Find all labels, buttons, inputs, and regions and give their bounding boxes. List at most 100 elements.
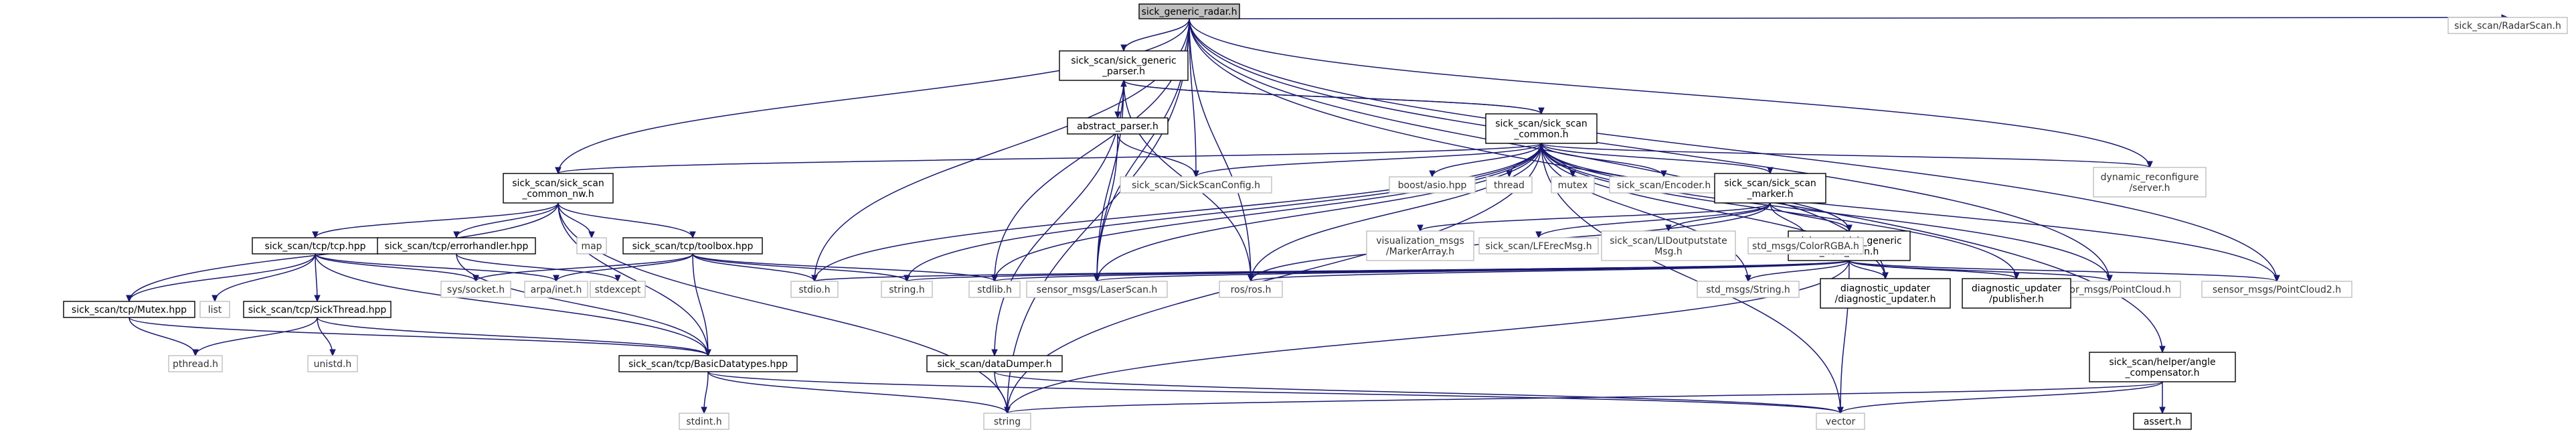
node-box-lidoutput xyxy=(1601,230,1736,261)
edge-arrowhead-errorhandler-to-stdexcept xyxy=(614,275,621,283)
node-diag_updater[interactable]: diagnostic_updater/diagnostic_updater.h xyxy=(1820,278,1951,309)
edge-tcp_hpp-to-mutex_hpp xyxy=(128,253,316,302)
node-label-scan_common-line-1: _common.h xyxy=(1513,129,1568,140)
edge-mutex_hpp-to-pthread xyxy=(128,317,196,356)
node-label-toolbox-line-0: sick_scan/tcp/toolbox.hpp xyxy=(632,241,754,252)
edge-arrowhead-sickthread-to-unistd xyxy=(329,349,336,357)
edge-arrowhead-field_mon-to-std_string xyxy=(1745,275,1751,283)
edge-tcp_hpp-to-basicdatatypes xyxy=(315,253,709,356)
edge-generic_parser-to-laserscan xyxy=(1096,80,1124,282)
node-label-scan_common-line-0: sick_scan/sick_scan xyxy=(1495,119,1587,129)
edge-arrowhead-scan_common-to-sickscanconfig xyxy=(1193,170,1199,178)
edge-toolbox-to-stdio xyxy=(692,253,815,282)
node-sickthread[interactable]: sick_scan/tcp/SickThread.hpp xyxy=(243,301,392,318)
edge-scan_common-to-scan_marker xyxy=(1541,143,1771,174)
node-label-mutex-line-0: mutex xyxy=(1558,180,1588,191)
node-diag_publisher[interactable]: diagnostic_updater/publisher.h xyxy=(1962,278,2071,309)
edge-scan_common-to-rosros xyxy=(1250,143,1542,282)
node-label-tcp_hpp-line-0: sick_scan/tcp/tcp.hpp xyxy=(264,241,365,252)
node-label-scan_marker-line-0: sick_scan/sick_scan xyxy=(1724,178,1816,189)
node-angle_comp[interactable]: sick_scan/helper/angle_compensator.h xyxy=(2089,352,2236,382)
edge-root-to-radarscan xyxy=(1189,17,2508,19)
node-box-string xyxy=(983,413,1031,430)
node-box-liferec xyxy=(1478,237,1599,255)
edge-field_mon-to-std_string xyxy=(1747,260,1850,282)
edge-scan_common-to-dyn_reconf xyxy=(1541,143,2150,168)
node-scan_common_nw[interactable]: sick_scan/sick_scan_common_nw.h xyxy=(503,173,614,204)
node-root[interactable]: sick_generic_radar.h xyxy=(1138,3,1240,19)
edge-arrowhead-field_mon-to-pointcloud2 xyxy=(2273,275,2280,283)
node-label-radarscan-line-0: sick_scan/RadarScan.h xyxy=(2454,21,2561,31)
node-list: list xyxy=(199,301,230,318)
edge-arrowhead-root-to-angle_comp xyxy=(2159,346,2166,354)
node-thread: thread xyxy=(1486,176,1533,194)
node-box-stdexcept xyxy=(590,281,646,298)
node-abstract_parser[interactable]: abstract_parser.h xyxy=(1067,117,1169,135)
node-markerarray: visualization_msgs/MarkerArray.h xyxy=(1366,230,1474,261)
node-box-laserscan xyxy=(1026,281,1168,298)
edge-datadumper-to-vector xyxy=(994,371,1841,414)
node-basicdatatypes[interactable]: sick_scan/tcp/BasicDatatypes.hpp xyxy=(618,355,798,372)
node-box-unistd xyxy=(307,355,358,372)
edge-arrowhead-tcp_hpp-to-list xyxy=(211,295,218,303)
node-box-map xyxy=(576,237,607,255)
node-errorhandler[interactable]: sick_scan/tcp/errorhandler.hpp xyxy=(377,237,536,255)
node-label-stdint-line-0: stdint.h xyxy=(686,417,721,427)
node-tcp_hpp[interactable]: sick_scan/tcp/tcp.hpp xyxy=(252,237,379,255)
node-box-diag_publisher xyxy=(1962,278,2071,309)
node-box-datadumper xyxy=(926,355,1063,372)
node-label-std_string-line-0: std_msgs/String.h xyxy=(1706,285,1790,295)
node-layer: sick_generic_radar.hstringsick_scan/sick… xyxy=(63,3,2568,430)
node-generic_parser[interactable]: sick_scan/sick_generic_parser.h xyxy=(1059,50,1189,81)
edge-arrowhead-field_mon-to-laserscan xyxy=(1094,275,1100,283)
node-stdlib: stdlib.h xyxy=(968,281,1021,298)
node-label-vector-line-0: vector xyxy=(1826,417,1856,427)
edge-toolbox-to-basicdatatypes xyxy=(692,253,709,356)
edge-root-to-rosros xyxy=(1189,18,1252,282)
edge-scan_common-to-boost_asio xyxy=(1432,143,1542,177)
node-unistd: unistd.h xyxy=(307,355,358,372)
node-label-diag_publisher-line-0: diagnostic_updater xyxy=(1972,283,2061,294)
node-label-errorhandler-line-0: sick_scan/tcp/errorhandler.hpp xyxy=(385,241,529,252)
node-label-lidoutput-line-1: Msg.h xyxy=(1654,246,1683,257)
node-scan_common[interactable]: sick_scan/sick_scan_common.h xyxy=(1485,113,1598,144)
node-label-dyn_reconf-line-1: /server.h xyxy=(2129,183,2170,194)
node-colorrgba: std_msgs/ColorRGBA.h xyxy=(1747,237,1864,255)
edge-root-to-pointcloud2 xyxy=(1189,18,2278,282)
edge-scan_common-to-stdio xyxy=(814,143,1542,282)
node-arpainet: arpa/inet.h xyxy=(524,281,588,298)
node-map: map xyxy=(576,237,607,255)
node-label-unistd-line-0: unistd.h xyxy=(314,359,352,370)
node-dyn_reconf: dynamic_reconfigure/server.h xyxy=(2093,167,2207,198)
edge-arrowhead-scan_common-to-scan_marker xyxy=(1767,167,1774,175)
node-mutex_hpp[interactable]: sick_scan/tcp/Mutex.hpp xyxy=(63,301,195,318)
node-label-scan_common_nw-line-1: _common_nw.h xyxy=(521,189,594,200)
edge-arrowhead-field_mon-to-stdio xyxy=(811,275,818,283)
node-asserth[interactable]: assert.h xyxy=(2133,413,2192,430)
edge-sickthread-to-pthread xyxy=(195,317,318,356)
edge-arrowhead-angle_comp-to-asserth xyxy=(2159,407,2166,415)
node-label-diag_publisher-line-1: /publisher.h xyxy=(1989,294,2044,305)
node-label-map-line-0: map xyxy=(581,241,602,252)
edge-arrowhead-toolbox-to-arpainet xyxy=(553,275,560,283)
node-box-arpainet xyxy=(524,281,588,298)
node-scan_marker[interactable]: sick_scan/sick_scan_marker.h xyxy=(1714,173,1826,204)
node-sickscanconfig: sick_scan/SickScanConfig.h xyxy=(1120,176,1272,194)
edge-scan_common-to-pointcloud2 xyxy=(1541,143,2278,282)
edge-arrowhead-field_mon-to-diag_publisher xyxy=(2013,272,2020,280)
node-toolbox[interactable]: sick_scan/tcp/toolbox.hpp xyxy=(622,237,763,255)
node-box-sickscanconfig xyxy=(1120,176,1272,194)
node-pointcloud2: sensor_msgs/PointCloud2.h xyxy=(2201,281,2352,298)
node-label-sickscanconfig-line-0: sick_scan/SickScanConfig.h xyxy=(1132,180,1260,191)
edge-scan_common_nw-to-string xyxy=(557,202,1008,414)
edge-arrowhead-scan_common_nw-to-errorhandler xyxy=(453,231,460,239)
edge-arrowhead-scan_common_nw-to-tcp_hpp xyxy=(312,231,319,239)
edge-scan_common-to-std_string xyxy=(1541,143,1749,282)
node-datadumper[interactable]: sick_scan/dataDumper.h xyxy=(926,355,1063,372)
node-label-pthread-line-0: pthread.h xyxy=(173,359,218,370)
edge-scan_common_nw-to-errorhandler xyxy=(456,202,559,238)
node-label-arpainet-line-0: arpa/inet.h xyxy=(531,285,582,295)
edge-scan_common-to-vector xyxy=(1541,143,1841,414)
edge-arrowhead-field_mon-to-rosros xyxy=(1248,275,1254,283)
edge-scan_marker-to-liferec xyxy=(1538,202,1771,238)
